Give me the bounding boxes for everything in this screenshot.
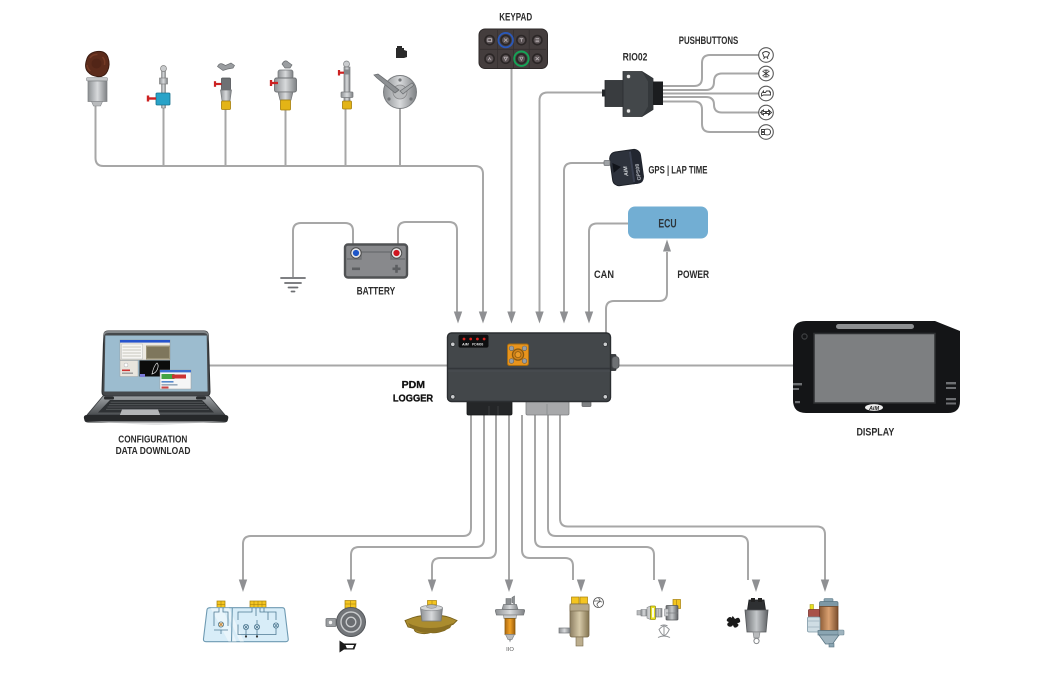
svg-text:CONFIGURATION: CONFIGURATION xyxy=(118,434,187,445)
svg-text:AiM: AiM xyxy=(461,343,470,347)
svg-text:GPS | LAP TIME: GPS | LAP TIME xyxy=(648,164,707,177)
svg-text:KEYPAD: KEYPAD xyxy=(499,11,532,24)
svg-text:AiM: AiM xyxy=(623,165,631,177)
svg-text:PDM08: PDM08 xyxy=(472,343,483,347)
svg-text:POWER: POWER xyxy=(677,269,709,281)
svg-text:BATTERY: BATTERY xyxy=(357,285,396,297)
svg-text:DISPLAY: DISPLAY xyxy=(856,427,894,439)
svg-text:AiM: AiM xyxy=(868,406,880,412)
svg-text:CAN: CAN xyxy=(594,269,614,281)
svg-text:IIO: IIO xyxy=(506,647,514,653)
svg-text:PDM: PDM xyxy=(402,379,426,391)
svg-text:LOGGER: LOGGER xyxy=(393,393,433,405)
svg-text:DATA DOWNLOAD: DATA DOWNLOAD xyxy=(116,445,191,456)
svg-text:ECU: ECU xyxy=(658,218,676,230)
svg-text:GPS08: GPS08 xyxy=(635,163,643,181)
svg-text:RIO02: RIO02 xyxy=(623,51,648,63)
svg-text:PUSHBUTTONS: PUSHBUTTONS xyxy=(679,35,739,48)
